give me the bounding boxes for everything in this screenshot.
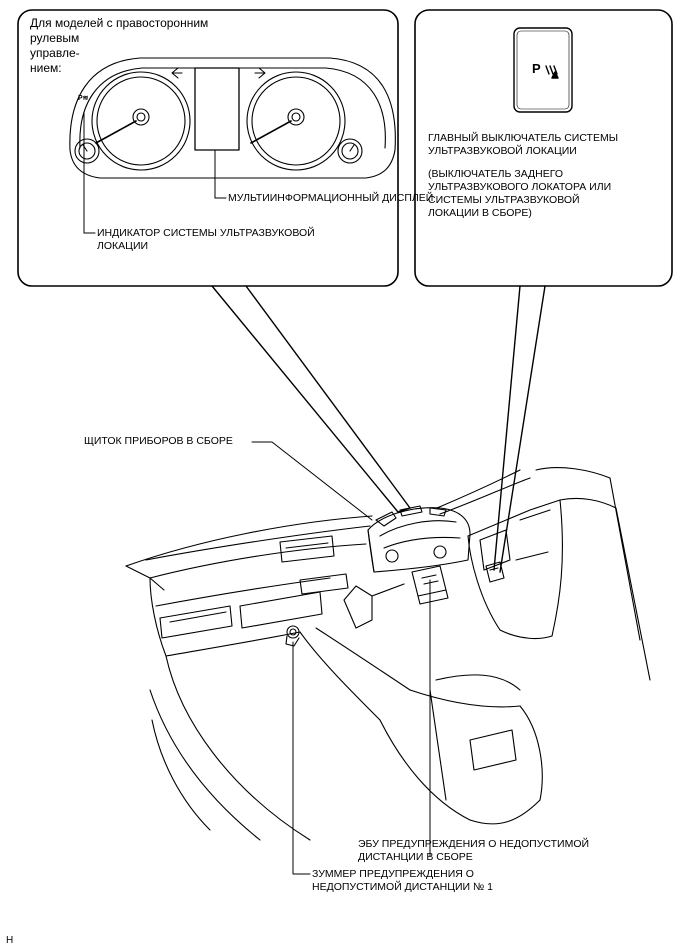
cluster-illustration [69, 57, 396, 179]
parking-switch [513, 27, 573, 113]
label-multi-display: МУЛЬТИИНФОРМАЦИОННЫЙ ДИСПЛЕЙ [228, 192, 434, 204]
caption-rhd-line-2: рулевым [30, 31, 80, 45]
label-cluster: ЩИТОК ПРИБОРОВ В СБОРЕ [84, 435, 233, 447]
callout-box-left [17, 9, 399, 287]
caption-rhd-line-4: нием: [30, 61, 62, 75]
caption-rhd-line-3: управле- [30, 46, 80, 60]
cluster-assembly [367, 505, 471, 573]
label-note-line-1: (ВЫКЛЮЧАТЕЛЬ ЗАДНЕГО [428, 168, 564, 180]
label-buzzer-line-1: ЗУММЕР ПРЕДУПРЕЖДЕНИЯ О [312, 868, 474, 880]
caption-rhd-line-1: Для моделей с правосторонним [30, 16, 209, 30]
callout-box-right [414, 9, 673, 287]
label-note-line-2: УЛЬТРАЗВУКОВОГО ЛОКАТОРА ИЛИ [428, 181, 612, 193]
label-ecu-line-2: ДИСТАНЦИИ В СБОРЕ [358, 851, 473, 863]
sonar-indicator-icon: P≋ [78, 95, 89, 102]
switch-mounted [485, 561, 505, 583]
label-note-line-3: СИСТЕМЫ УЛЬТРАЗВУКОВОЙ [428, 194, 580, 206]
leader-lines-main [251, 441, 431, 875]
parking-sensor-waves-icon [545, 65, 559, 79]
callout-pointer-right [493, 285, 546, 573]
buzzer-component [285, 625, 300, 647]
label-main-switch-line-2: УЛЬТРАЗВУКОВОЙ ЛОКАЦИИ [428, 145, 577, 157]
parking-p-icon: P [532, 61, 541, 76]
label-indicator-line-1: ИНДИКАТОР СИСТЕМЫ УЛЬТРАЗВУКОВОЙ [97, 227, 315, 239]
ecu-component [411, 565, 449, 605]
label-ecu-line-1: ЭБУ ПРЕДУПРЕЖДЕНИЯ О НЕДОПУСТИМОЙ [358, 838, 590, 850]
corner-mark: H [6, 935, 14, 946]
label-buzzer-line-2: НЕДОПУСТИМОЙ ДИСТАНЦИИ № 1 [312, 881, 493, 893]
label-main-switch-line-1: ГЛАВНЫЙ ВЫКЛЮЧАТЕЛЬ СИСТЕМЫ [428, 132, 619, 144]
callout-pointer-left [211, 285, 411, 513]
label-indicator-line-2: ЛОКАЦИИ [97, 240, 149, 252]
multi-info-display [194, 67, 240, 151]
label-note-line-4: ЛОКАЦИИ В СБОРЕ) [428, 207, 532, 219]
leader-lines-left [83, 111, 227, 234]
